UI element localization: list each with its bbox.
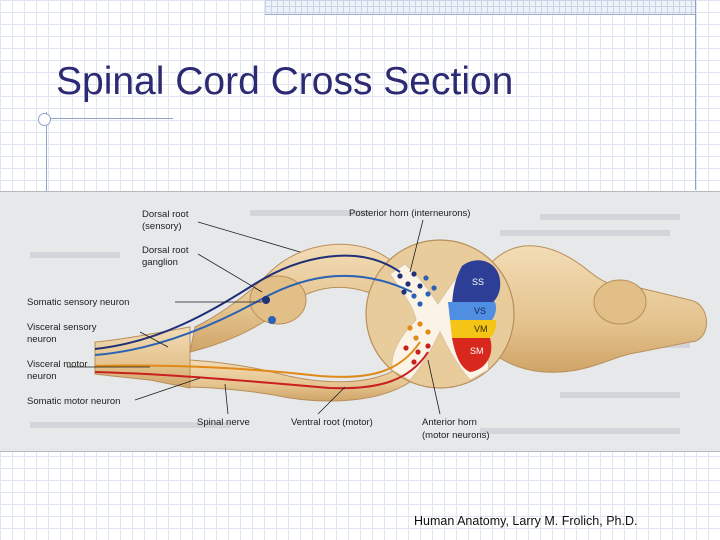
label-somatic-motor-neuron: Somatic motor neuron (27, 396, 120, 407)
label-dorsal-root-ganglion-2: ganglion (142, 257, 178, 268)
vertical-rule-left (46, 112, 47, 192)
title-underline-rule (38, 118, 173, 119)
label-dorsal-root-sensory: (sensory) (142, 221, 182, 232)
right-ganglion (593, 279, 647, 325)
visceral-sensory-cell-body (268, 316, 276, 324)
zone-vm (450, 320, 497, 338)
slide-caption: Human Anatomy, Larry M. Frolich, Ph.D. (414, 514, 638, 528)
somatic-sensory-cell-body (262, 296, 270, 304)
label-visceral-sensory-neuron-2: neuron (27, 334, 57, 345)
label-dorsal-root: Dorsal root (142, 209, 189, 220)
vertical-rule-right (695, 0, 696, 190)
title-bar-decoration (265, 0, 695, 15)
zone-sm (452, 338, 492, 372)
zone-vs (448, 302, 496, 320)
posterior-horn-interneurons (397, 271, 437, 307)
label-visceral-motor-neuron: Visceral motor (27, 359, 88, 370)
anterior-horn-motor-neurons (403, 321, 431, 365)
zone-label-ss: SS (472, 277, 484, 287)
visceral-sensory-neuron-path (94, 274, 413, 356)
label-visceral-sensory-neuron: Visceral sensory (27, 322, 97, 333)
visceral-motor-neuron-path (94, 341, 421, 378)
somatic-motor-neuron-path (94, 351, 429, 390)
zone-ss (452, 260, 501, 312)
label-ventral-root: Ventral root (motor) (291, 417, 373, 428)
zone-label-sm: SM (470, 346, 484, 356)
label-posterior-horn: Posterior horn (interneurons) (349, 208, 470, 219)
label-leader-lines (67, 219, 441, 415)
slide-title: Spinal Cord Cross Section (56, 60, 514, 103)
spinal-cord-diagram: SS VS VM SM (0, 192, 720, 451)
spinal-cord-figure: SS VS VM SM (0, 191, 720, 452)
label-dorsal-root-ganglion: Dorsal root (142, 245, 189, 256)
label-anterior-horn-2: (motor neurons) (422, 430, 490, 441)
dorsal-root-ganglion (249, 275, 307, 325)
label-spinal-nerve: Spinal nerve (197, 417, 250, 428)
zone-label-vs: VS (474, 306, 486, 316)
title-ornament-circle (38, 113, 51, 126)
label-visceral-motor-neuron-2: neuron (27, 371, 57, 382)
somatic-sensory-neuron-path (94, 254, 401, 350)
label-somatic-sensory-neuron: Somatic sensory neuron (27, 297, 129, 308)
zone-label-vm: VM (474, 324, 488, 334)
label-anterior-horn: Anterior horn (422, 417, 477, 428)
